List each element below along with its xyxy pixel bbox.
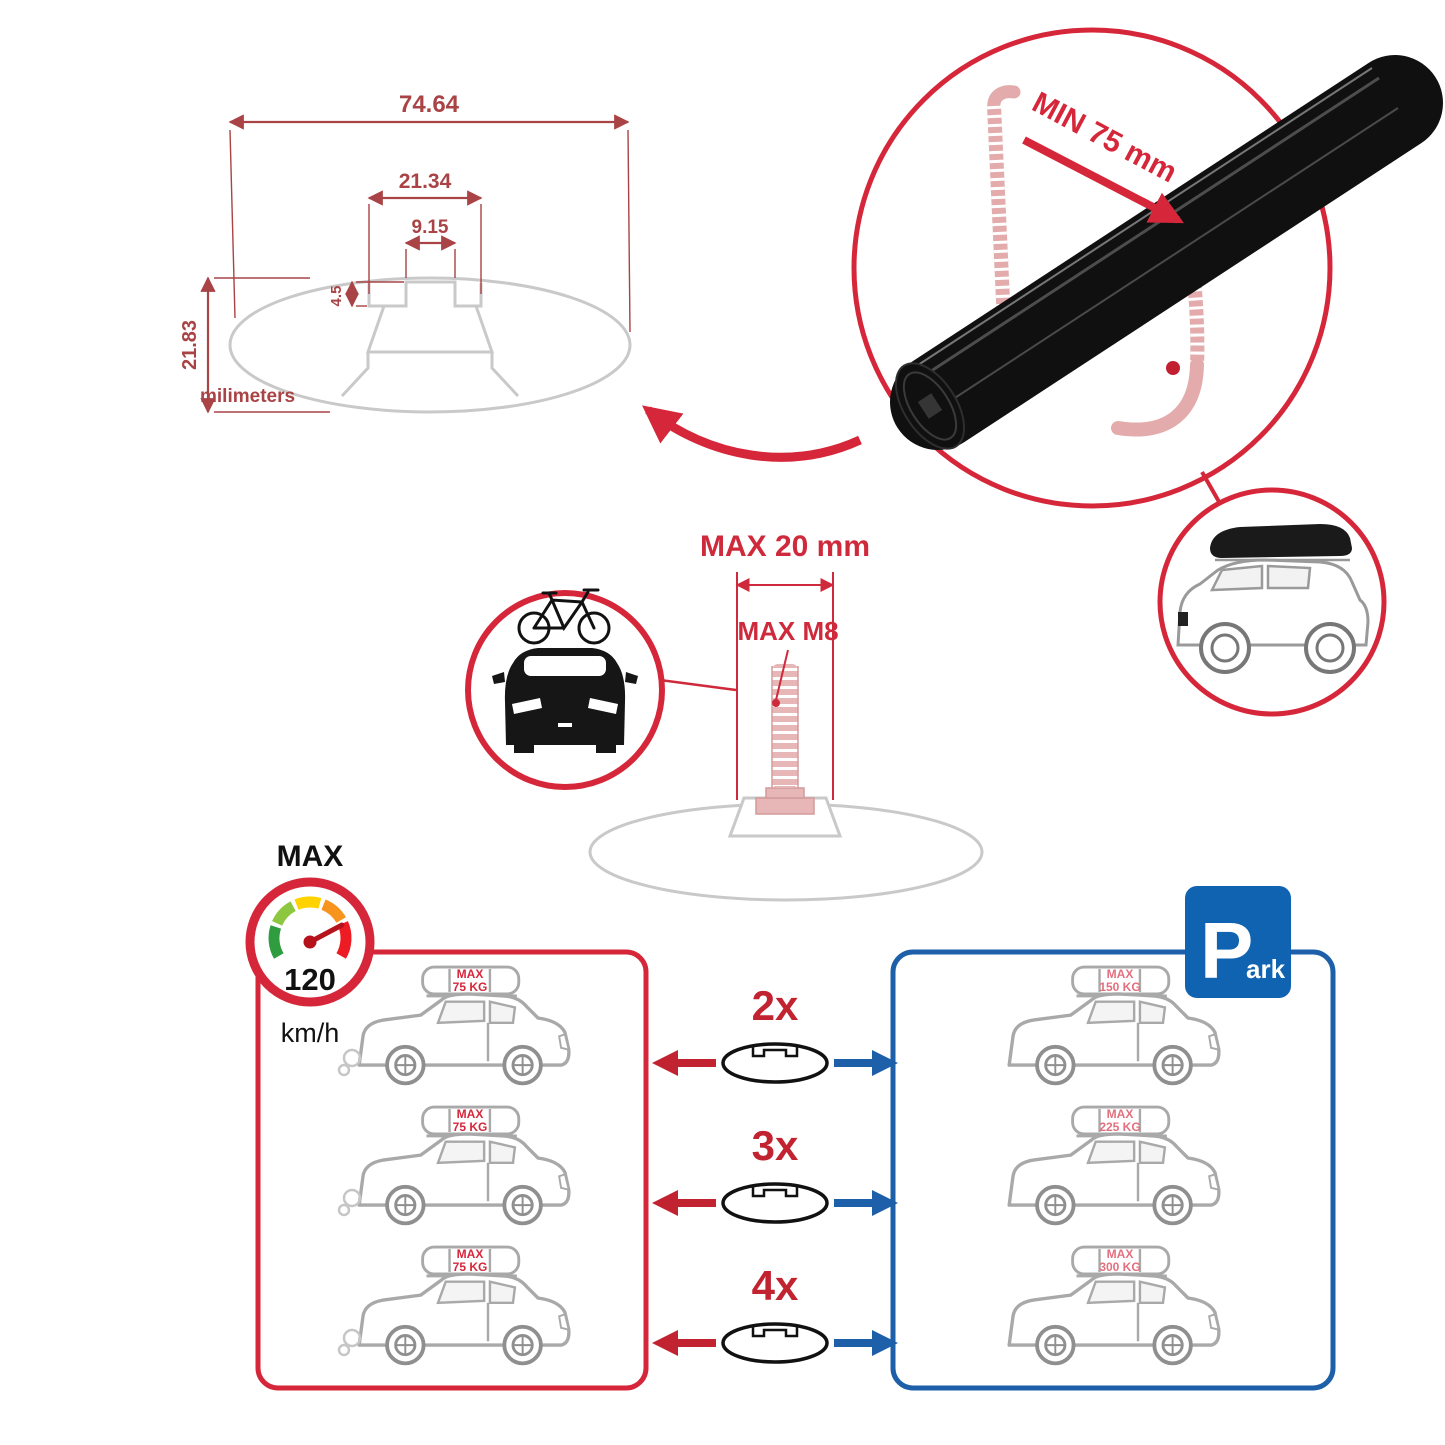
bar-section-icon [721, 1182, 829, 1224]
t-bolt [755, 664, 815, 815]
load-label-kg: 75 KG [453, 980, 488, 994]
dim-slot-width-value: 9.15 [412, 217, 449, 238]
bolt-max-width-label: MAX 20 mm [700, 530, 870, 563]
roof-box-icon [1210, 524, 1352, 558]
dim-total-height [200, 276, 330, 414]
load-label-max: MAX [1107, 1247, 1134, 1261]
speed-value: 120 [284, 962, 336, 997]
speed-limit-gauge: MAX 120 km/h [245, 840, 375, 1048]
vehicle-roofbox-circle [1157, 487, 1387, 717]
multiplier-label: 2x [752, 982, 799, 1029]
cross-section-outline [228, 276, 632, 414]
combined-load-cars: MAX 150 KG MAX 225 KG MAX 300 KG [1007, 965, 1221, 1366]
bar-section-icon [721, 1322, 829, 1364]
multiplier-rows: 2x 3x 4x [652, 982, 898, 1364]
bolt-detail: MAX 20 mm MAX M8 [588, 530, 984, 902]
park-sign: P ark [1185, 886, 1291, 998]
load-label-kg: 75 KG [453, 1120, 488, 1134]
dim-slot-depth-value: 4.5 [328, 286, 345, 307]
crossbar-dimension-diagram: 74.64 21.34 9.15 4.5 21.83 milimeters [179, 91, 632, 414]
load-label-max: MAX [457, 1107, 484, 1121]
park-sign-suffix: ark [1246, 954, 1286, 984]
bike-circle-leader-line [659, 678, 737, 692]
load-label-max: MAX [457, 1247, 484, 1261]
load-label-kg: 300 KG [1099, 1260, 1140, 1274]
load-label-kg: 225 KG [1099, 1120, 1140, 1134]
load-label-max: MAX [457, 967, 484, 981]
t-slot-profile-body [365, 305, 495, 354]
t-slot-profile-legs [340, 352, 520, 398]
motion-puffs [337, 1048, 362, 1357]
park-sign-letter: P [1200, 906, 1253, 995]
multiplier-label: 3x [752, 1122, 799, 1169]
dim-flange-width [367, 190, 483, 294]
dim-total-height-value: 21.83 [179, 320, 201, 370]
load-label-kg: 150 KG [1099, 980, 1140, 994]
bolt-max-thread-label: MAX M8 [737, 616, 838, 646]
suv-grille [1178, 612, 1188, 626]
dim-flange-width-value: 21.34 [399, 170, 452, 193]
thread-leader-line [775, 649, 789, 701]
bar-section-icon [721, 1042, 829, 1084]
dim-bolt-width [735, 572, 835, 800]
dim-slot-width [404, 235, 457, 278]
load-label-max: MAX [1107, 967, 1134, 981]
dim-total-width [228, 114, 631, 333]
bicycle-icon [517, 588, 611, 645]
pointer-arrow-to-diagram [642, 405, 862, 462]
bike-vehicle-circle [465, 588, 737, 790]
load-label-max: MAX [1107, 1107, 1134, 1121]
dim-slot-depth [345, 280, 404, 308]
speed-max-label: MAX [277, 840, 344, 873]
load-label-kg: 75 KG [453, 1260, 488, 1274]
clamp-pivot-dot [1166, 361, 1180, 375]
min-span-arrow [1022, 136, 1184, 224]
crossbar-3d-render [890, 55, 1443, 450]
units-label: milimeters [200, 386, 295, 407]
speed-unit: km/h [281, 1018, 340, 1048]
multiplier-label: 4x [752, 1262, 799, 1309]
detail-circle-outline [851, 27, 1333, 509]
single-bar-cars: MAX 75 KG MAX 75 KG MAX 75 KG [337, 965, 571, 1366]
suv-wheels [1199, 622, 1356, 674]
car-front-icon [492, 648, 638, 753]
dim-total-width-value: 74.64 [399, 91, 460, 118]
